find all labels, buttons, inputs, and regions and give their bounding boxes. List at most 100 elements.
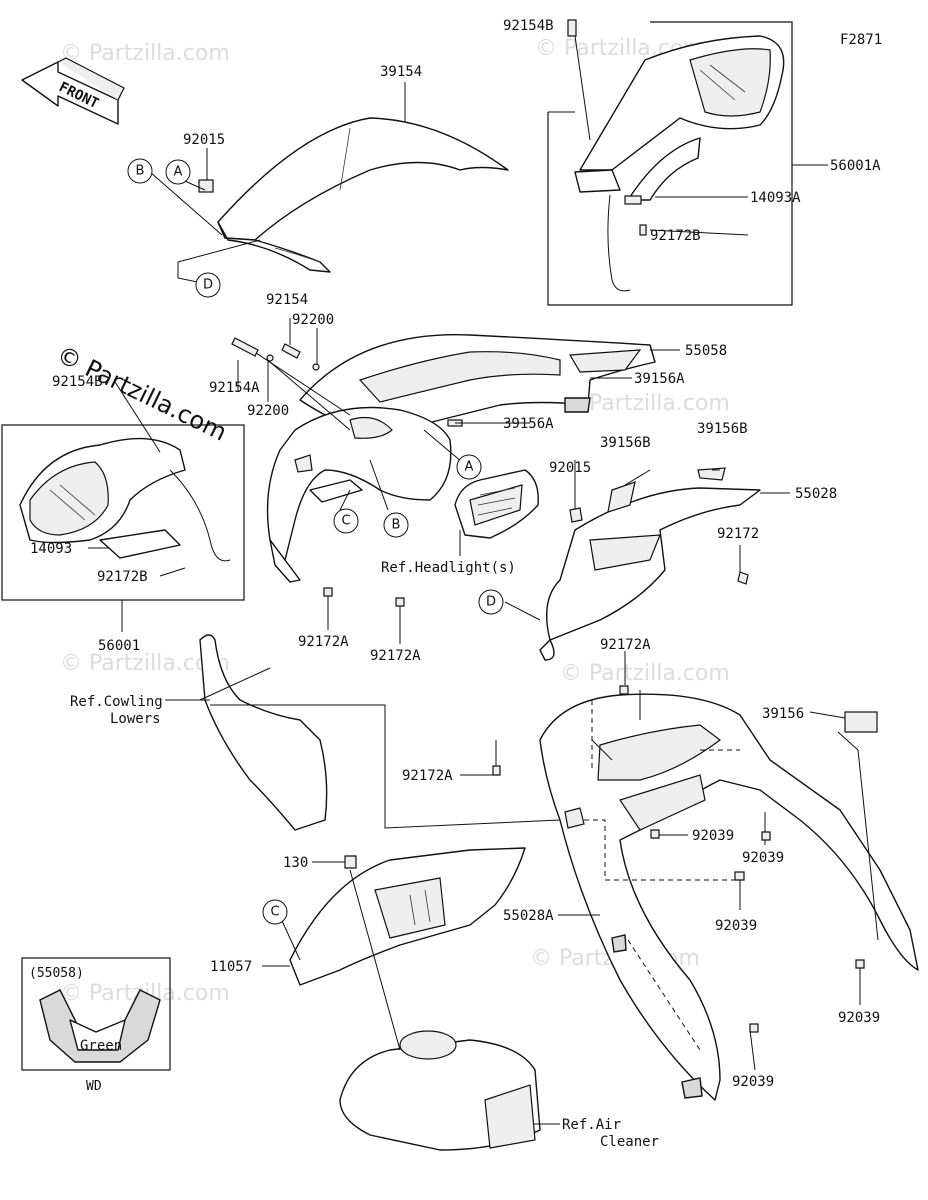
- callouts: B A D A C B D C: [127, 158, 504, 925]
- label-92154: 92154: [266, 292, 308, 308]
- kit-box-56001: [1, 424, 245, 601]
- figure-code: F2871: [840, 32, 882, 48]
- label-92172: 92172: [717, 526, 759, 542]
- callout-b-label: B: [136, 164, 145, 179]
- screw-icon: [323, 587, 333, 597]
- callout-b: [127, 158, 153, 184]
- windshield-39154: [217, 117, 509, 273]
- callout-c-label: C: [270, 905, 279, 920]
- bolt-icon: [344, 855, 357, 869]
- label-92039: 92039: [732, 1074, 774, 1090]
- label-92039: 92039: [715, 918, 757, 934]
- label-55028A: 55028A: [503, 908, 554, 924]
- label-92200: 92200: [247, 403, 289, 419]
- mirror-56001: [19, 437, 231, 562]
- callout-a-label: A: [465, 460, 474, 475]
- ref-headlight: Ref.Headlight(s): [381, 560, 516, 576]
- label-56001A: 56001A: [830, 158, 881, 174]
- label-92154B: 92154B: [503, 18, 554, 34]
- kit-box-56001A: [547, 21, 793, 306]
- decal-39156: [844, 711, 878, 733]
- callout-a-label: A: [174, 165, 183, 180]
- callout-c: [333, 508, 359, 534]
- label-92172A: 92172A: [600, 637, 651, 653]
- label-39156B: 39156B: [600, 435, 651, 451]
- part-labels: 39154 92015 92154B 56001A 14093A 92172B …: [29, 18, 881, 1150]
- label-92172A: 92172A: [298, 634, 349, 650]
- label-39156: 39156: [762, 706, 804, 722]
- inset-region: WD: [86, 1079, 102, 1094]
- label-14093: 14093: [30, 541, 72, 557]
- mirror-56001A: [567, 19, 785, 292]
- grommet-icon: [564, 807, 585, 829]
- label-39154: 39154: [380, 64, 422, 80]
- label-55028: 55028: [795, 486, 837, 502]
- label-92172B: 92172B: [97, 569, 148, 585]
- clip-icon: [650, 829, 660, 839]
- inset-box: [21, 957, 171, 1071]
- label-92039: 92039: [692, 828, 734, 844]
- label-92154A: 92154A: [209, 380, 260, 396]
- watermark-strong: © Partzilla.com: [52, 340, 231, 446]
- screw-icon: [737, 571, 749, 585]
- label-92039: 92039: [742, 850, 784, 866]
- screw-icon: [395, 597, 405, 607]
- callout-a: [456, 454, 482, 480]
- rivet-92015: [198, 179, 214, 193]
- clip-icon: [761, 831, 771, 841]
- label-92172A: 92172A: [402, 768, 453, 784]
- inset-color: Green: [80, 1038, 122, 1054]
- headlight-ref: [454, 469, 539, 539]
- bolt-icon: [231, 337, 259, 357]
- side-cowl-left: [266, 406, 452, 583]
- ref-air-cleaner: Cleaner: [600, 1134, 659, 1150]
- label-39156B: 39156B: [697, 421, 748, 437]
- front-arrow-icon: FRONT: [21, 57, 125, 125]
- bolt-icon: [281, 343, 301, 359]
- washer-icon: [266, 354, 274, 362]
- ref-air: Ref.Air: [562, 1117, 621, 1133]
- clip-icon: [855, 959, 865, 969]
- mid-cowl-55028: [539, 487, 761, 661]
- label-92039: 92039: [838, 1010, 880, 1026]
- fasteners: [231, 337, 865, 1033]
- callout-c: [262, 899, 288, 925]
- ref-cowling: Ref.Cowling: [70, 694, 163, 710]
- watermark: © Partzilla.com: [560, 661, 730, 686]
- decals-39156B: [607, 467, 726, 513]
- label-92172B: 92172B: [650, 228, 701, 244]
- callout-d-label: D: [203, 278, 213, 293]
- label-39156A: 39156A: [503, 416, 554, 432]
- clip-icon: [749, 1023, 759, 1033]
- leader-lines: [88, 82, 879, 1125]
- callout-c-label: C: [341, 514, 350, 529]
- label-92015: 92015: [549, 460, 591, 476]
- rivet-icon: [569, 507, 583, 523]
- washer-icon: [312, 363, 320, 371]
- callout-d: [195, 272, 221, 298]
- ref-cowling-lowers: Lowers: [110, 711, 161, 727]
- label-130: 130: [283, 855, 308, 871]
- label-92015: 92015: [183, 132, 225, 148]
- watermark: © Partzilla.com: [60, 41, 230, 66]
- callout-b-label: B: [392, 518, 401, 533]
- label-14093A: 14093A: [750, 190, 801, 206]
- callout-b: [383, 512, 409, 538]
- callout-d: [478, 589, 504, 615]
- callout-a: [165, 159, 191, 185]
- label-92154B: 92154B: [52, 374, 103, 390]
- lower-cowl-55028A: [539, 693, 919, 1101]
- bracket-11057: [289, 847, 526, 986]
- inset-title: (55058): [29, 966, 84, 981]
- screw-icon: [619, 685, 629, 695]
- label-92200: 92200: [292, 312, 334, 328]
- label-56001: 56001: [98, 638, 140, 654]
- label-11057: 11057: [210, 959, 252, 975]
- cowling-lower-ref: [199, 634, 328, 831]
- inset-cowl-image: [39, 989, 161, 1063]
- dashed-lines: [575, 700, 740, 1051]
- label-92172A: 92172A: [370, 648, 421, 664]
- screw-icon: [492, 765, 501, 776]
- clip-icon: [734, 871, 745, 881]
